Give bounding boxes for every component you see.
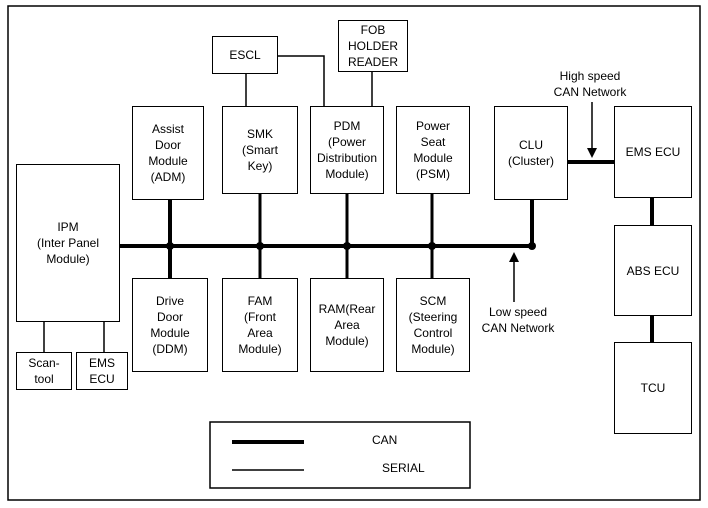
pdm-label: PDM (Power Distribution Module) xyxy=(316,119,378,181)
ddm-label: Drive Door Module (DDM) xyxy=(150,294,190,356)
junction-clu xyxy=(528,242,536,250)
abs-ecu-box: ABS ECU xyxy=(614,225,692,316)
ems-ecu-label: EMS ECU xyxy=(625,145,681,159)
high-speed-can-label: High speed CAN Network xyxy=(553,69,627,99)
tcu-box: TCU xyxy=(614,342,692,434)
ems-ecu-box: EMS ECU xyxy=(614,106,692,198)
tcu-label: TCU xyxy=(640,381,666,395)
ram-label: RAM(Rear Area Module) xyxy=(318,302,376,348)
adm-box: Assist Door Module (ADM) xyxy=(132,106,204,200)
smk-label: SMK (Smart Key) xyxy=(242,127,278,173)
escl-box: ESCL xyxy=(212,36,278,74)
legend-can-label: CAN xyxy=(372,433,398,447)
abs-ecu-label: ABS ECU xyxy=(626,263,680,278)
junction-adm xyxy=(166,242,174,250)
scan-tool-label: Scan- tool xyxy=(28,356,60,386)
ipm-label: IPM (Inter Panel Module) xyxy=(36,220,100,266)
legend-serial-label: SERIAL xyxy=(382,461,425,475)
ems-ecu-small-box: EMS ECU xyxy=(76,352,128,390)
ddm-box: Drive Door Module (DDM) xyxy=(132,278,208,372)
diagram-border xyxy=(7,5,701,501)
low-speed-arrow-head xyxy=(509,252,519,262)
legend-box xyxy=(209,421,471,489)
high-speed-arrow-head xyxy=(587,148,597,158)
fam-box: FAM (Front Area Module) xyxy=(222,278,298,372)
psm-box: Power Seat Module (PSM) xyxy=(396,106,470,194)
ram-box: RAM(Rear Area Module) xyxy=(310,278,384,372)
scm-box: SCM (Steering Control Module) xyxy=(396,278,470,372)
pdm-box: PDM (Power Distribution Module) xyxy=(310,106,384,194)
ems-ecu-small-label: EMS ECU xyxy=(88,356,115,386)
smk-box: SMK (Smart Key) xyxy=(222,106,298,194)
clu-box: CLU (Cluster) xyxy=(494,106,568,200)
junction-pdm xyxy=(343,242,351,250)
scm-label: SCM (Steering Control Module) xyxy=(408,294,458,356)
adm-label: Assist Door Module (ADM) xyxy=(148,122,188,184)
junction-psm xyxy=(428,242,436,250)
fob-holder-reader-box: FOB HOLDER READER xyxy=(338,20,408,72)
junction-smk xyxy=(256,242,264,250)
ipm-box: IPM (Inter Panel Module) xyxy=(16,164,120,322)
clu-label: CLU (Cluster) xyxy=(507,138,554,168)
psm-label: Power Seat Module (PSM) xyxy=(413,119,453,181)
escl-label: ESCL xyxy=(229,48,261,62)
low-speed-can-label: Low speed CAN Network xyxy=(481,305,555,335)
escl-pdm-serial xyxy=(278,55,325,106)
scan-tool-box: Scan- tool xyxy=(16,352,72,390)
fam-label: FAM (Front Area Module) xyxy=(238,294,282,356)
fob-holder-reader-label: FOB HOLDER READER xyxy=(347,23,398,69)
